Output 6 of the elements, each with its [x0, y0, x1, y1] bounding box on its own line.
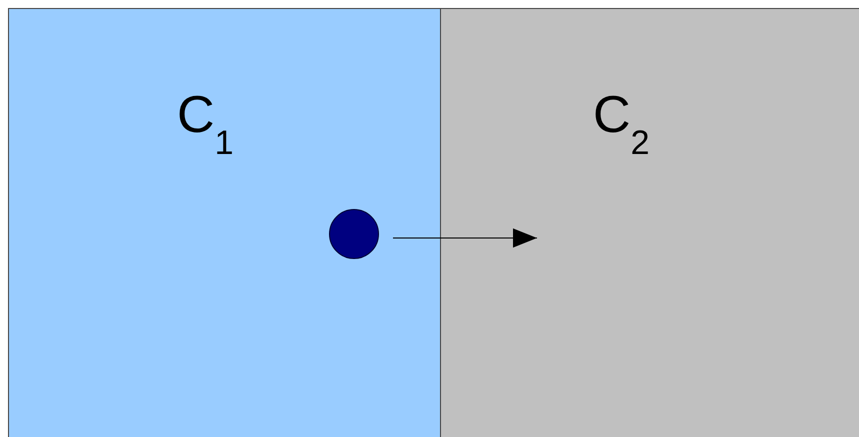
region-label: C$_{1}$ [177, 89, 234, 160]
particle-dot [329, 209, 379, 259]
region-label: C$_{2}$ [593, 89, 650, 160]
arrow [392, 228, 538, 248]
region-panel [440, 8, 859, 437]
region-panel [8, 8, 441, 437]
